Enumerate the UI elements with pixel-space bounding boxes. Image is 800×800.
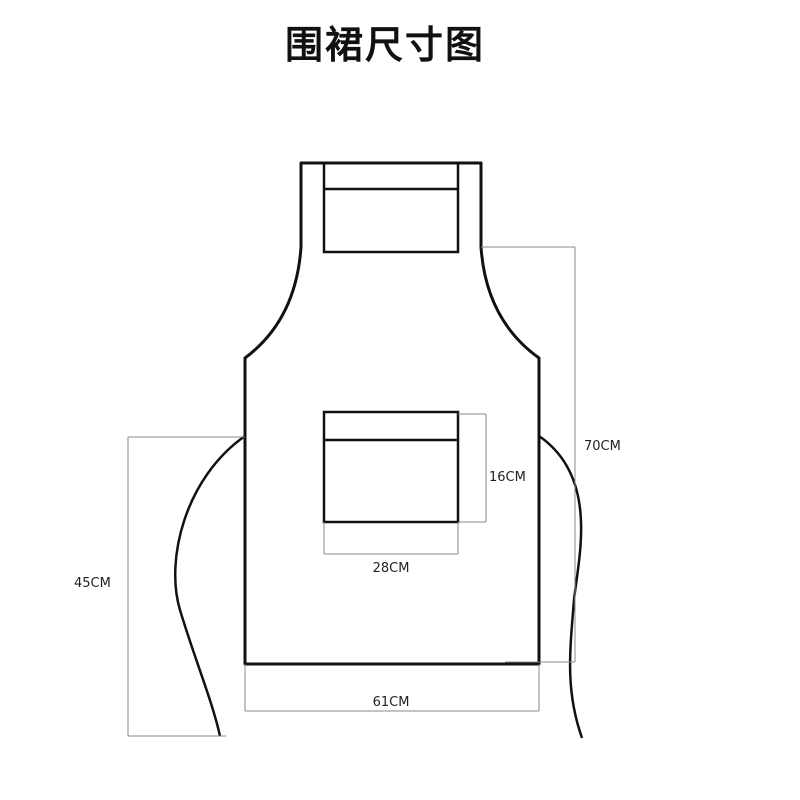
total-length-label: 70CM (584, 439, 621, 454)
neck-strap-cutout (322, 163, 460, 254)
diagram-title: 围裙尺寸图 (284, 22, 485, 67)
right-waist-tie (538, 434, 584, 739)
left-waist-tie (173, 434, 246, 737)
dimension-bottom-width: 61CM (244, 664, 540, 712)
dimension-pocket-width: 28CM (323, 522, 459, 576)
apron-outline (243, 161, 541, 666)
front-pocket (322, 410, 460, 524)
dimension-pocket-height: 16CM (458, 413, 526, 523)
pocket-width-label: 28CM (373, 561, 410, 576)
bottom-width-label: 61CM (373, 695, 410, 710)
waist-strap-label: 45CM (74, 576, 111, 591)
pocket-height-label: 16CM (489, 470, 526, 485)
dimension-waist-strap: 45CM (74, 436, 245, 737)
dimension-total-length: 70CM (481, 246, 621, 663)
